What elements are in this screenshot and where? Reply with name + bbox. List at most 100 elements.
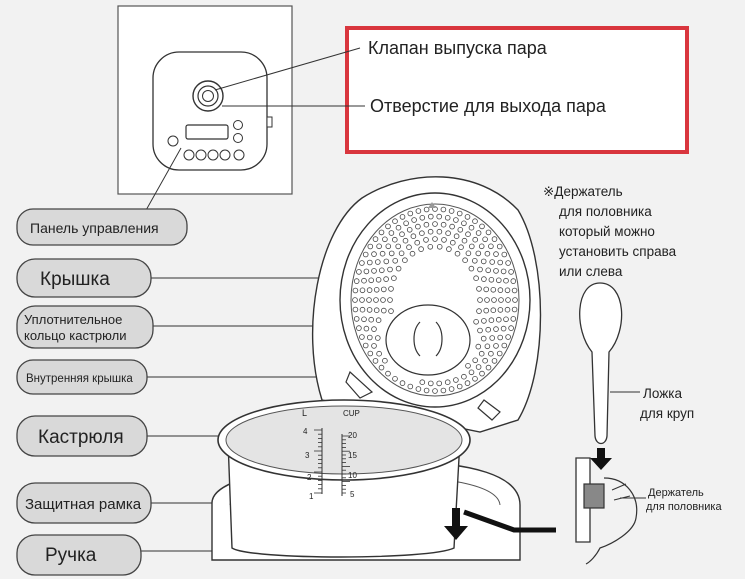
scale-left-header: L [302,408,307,418]
steam-hole-dot [374,259,381,265]
steam-hole-dot [371,268,377,274]
inner-pot [217,399,471,558]
steam-hole-dot [366,287,373,293]
steam-hole-dot [491,297,497,303]
spoon-down-arrow-icon [590,448,612,470]
label-frame-text: Защитная рамка [25,496,142,513]
steam-hole-dot [366,307,373,313]
scale-right-mark-2: 10 [348,471,357,480]
steam-hole-dot [484,250,491,257]
steam-hole-dot [371,343,377,349]
steam-hole-dot [368,277,375,284]
label-lid-text: Крышка [40,269,110,290]
steam-hole-dot [479,370,485,377]
steam-hole-dot [477,266,483,273]
steam-hole-dot [379,250,386,257]
steam-hole-dot [481,276,487,282]
steam-hole-dot [427,228,434,235]
steam-hole-dot [423,387,430,394]
steam-hole-dot [493,268,499,274]
steam-hole-dot [454,250,461,257]
steam-hole-dot [476,286,482,292]
holder-label-line-1: Держатель [648,487,704,499]
label-seal: Уплотнительное кольцо кастрюли [16,305,154,349]
steam-hole-dot [505,260,511,266]
steam-hole-dot [488,317,495,324]
steam-hole-dot [489,335,496,341]
steam-hole-dot [471,257,478,264]
steam-hole-dot [498,297,504,303]
steam-hole-dot [380,297,386,303]
steam-hole-dot [359,287,366,294]
steam-hole-dot [375,276,382,283]
steam-hole-dot [407,383,414,390]
steam-hole-dot [453,233,460,240]
scale-left-mark-2: 2 [307,473,312,482]
steam-hole-dot [501,342,508,349]
steam-hole-dot [440,221,447,228]
highlight-box [345,26,689,154]
steam-hole-dot [375,317,382,324]
steam-hole-dot [480,335,487,342]
steam-hole-dot [419,230,425,237]
steam-hole-dot [484,297,490,303]
steam-hole-dot [409,250,416,257]
steam-hole-dot [367,350,374,357]
steam-hole-dot [383,258,390,265]
steam-hole-dot [366,259,373,266]
steam-hole-dot [436,244,443,250]
steam-hole-dot [510,278,517,284]
steam-hole-dot [436,228,443,235]
label-lid: Крышка [16,258,152,298]
steam-hole-dot [398,250,405,257]
steam-hole-dot [503,277,509,284]
scale-left-mark-0: 4 [303,427,308,436]
steam-hole-dot [373,307,380,314]
steam-hole-dot [406,227,413,233]
steam-hole-dot [366,334,373,341]
steam-hole-dot [477,327,483,334]
lid-assembly [311,176,542,433]
steam-holes [352,206,518,394]
steam-hole-dot [481,318,487,324]
label-control-panel-text: Панель управления [30,220,159,236]
steam-hole-dot [392,375,398,382]
steam-hole-dot [449,239,456,246]
lid-top-view [152,51,273,171]
steam-hole-dot [373,286,380,293]
steam-valve-label: Клапан выпуска пара [368,38,548,58]
steam-hole-dot [462,257,468,264]
steam-hole-dot [376,350,382,357]
spoon-label-line-2: для круп [640,406,694,421]
steam-hole-dot [399,380,406,386]
steam-hole-dot [468,265,475,272]
steam-hole-dot [385,243,392,250]
steam-hole-dot [489,259,496,265]
steam-hole-dot [388,230,395,236]
steam-hole-dot [457,227,464,233]
steam-hole-dot [392,257,399,264]
scale-right-mark-0: 20 [348,431,357,440]
steam-hole-dot [414,239,421,246]
steam-hole-dot [480,258,487,265]
label-inner-lid-text: Внутренняя крышка [26,373,133,385]
steam-hole-dot [446,246,452,252]
steam-hole-dot [402,237,409,244]
steam-hole-dot [479,223,485,230]
steam-hole-dot [378,267,385,274]
ladle-note-line-4: установить справа [559,244,677,259]
steam-hole-dot [371,326,377,332]
steam-hole-dot [484,343,491,350]
steam-hole-dot [399,231,405,238]
steam-hole-dot [505,334,511,340]
holder-label-line-2: для половника [646,501,722,513]
steam-hole-dot [419,379,426,386]
steam-hole-dot [461,220,467,227]
steam-hole-dot [373,297,379,303]
steam-hole-dot [501,251,508,258]
steam-hole-dot [362,251,369,258]
steam-hole-dot [491,236,498,242]
steam-hole-dot [508,325,514,331]
water-level-scale: L CUP 4 3 2 1 20 15 10 5 [302,408,360,501]
down-arrow-icon [444,508,468,540]
